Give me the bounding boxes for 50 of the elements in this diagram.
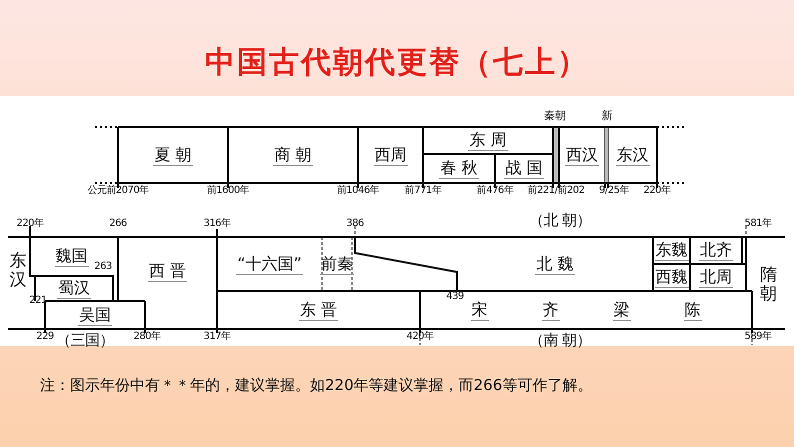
period-name: 陈 <box>684 300 702 320</box>
period-name: 魏国 <box>54 246 88 267</box>
year-label: 前1600年 <box>206 186 250 196</box>
year-label: 220年 <box>16 219 44 229</box>
period-name: 吴国 <box>78 304 112 326</box>
year-label: 前1046年 <box>336 186 380 196</box>
period-name: 东 晋 <box>298 300 338 320</box>
period-name: 商 朝 <box>273 144 313 166</box>
period-name: 蜀汉 <box>57 278 91 299</box>
period-name: 西 晋 <box>148 260 188 282</box>
period-name: 东 周 <box>468 130 508 151</box>
year-label: 386 <box>346 219 364 229</box>
year-label: 439 <box>446 292 464 302</box>
period-name: 北齐 <box>699 240 733 261</box>
period-name: 梁 <box>612 300 630 320</box>
year-label: 前771年 <box>404 186 442 196</box>
period-name: 春 秋 <box>439 158 479 179</box>
period-name: 东汉 <box>616 144 650 166</box>
year-label: 220年 <box>643 186 671 196</box>
year-label: 前476年 <box>476 186 514 196</box>
year-label: 316年 <box>203 219 231 229</box>
period-name: 新 <box>602 110 612 120</box>
period-name: 战 国 <box>504 158 544 179</box>
period-name: 东汉 <box>10 252 26 290</box>
year-label: 266 <box>109 219 127 229</box>
period-name: 西魏 <box>654 267 688 288</box>
year-label: 581年 <box>744 219 772 229</box>
year-label: 公元前2070年 <box>87 186 149 196</box>
period-name: 西周 <box>374 144 408 166</box>
year-label: 前221/前202 <box>527 186 585 196</box>
period-name: 北周 <box>699 267 733 288</box>
period-name: “十六国” <box>236 254 303 274</box>
period-name: 前秦 <box>320 254 354 274</box>
period-name: 秦朝 <box>544 110 566 120</box>
period-name: 北 魏 <box>535 254 575 274</box>
period-name: 宋 <box>470 300 488 320</box>
period-name: 隋朝 <box>760 266 777 304</box>
year-label: （北 朝） <box>528 213 592 228</box>
year-label: 263 <box>94 262 112 272</box>
year-label: （三国） <box>56 333 114 348</box>
period-name: 齐 <box>542 300 560 320</box>
year-label: 317年 <box>203 332 231 342</box>
period-name: 东魏 <box>654 240 688 261</box>
year-label: 280年 <box>133 332 161 342</box>
title: 中国古代朝代更替（七上） <box>204 44 590 82</box>
year-label: 229 <box>36 332 54 342</box>
period-name: 夏 朝 <box>153 144 193 166</box>
note-text: 注：图示年份中有＊＊年的，建议掌握。如220年等建议掌握，而266等可作了解。 <box>40 378 592 393</box>
year-label: （南 朝） <box>528 333 592 348</box>
period-name: 西汉 <box>565 144 599 166</box>
